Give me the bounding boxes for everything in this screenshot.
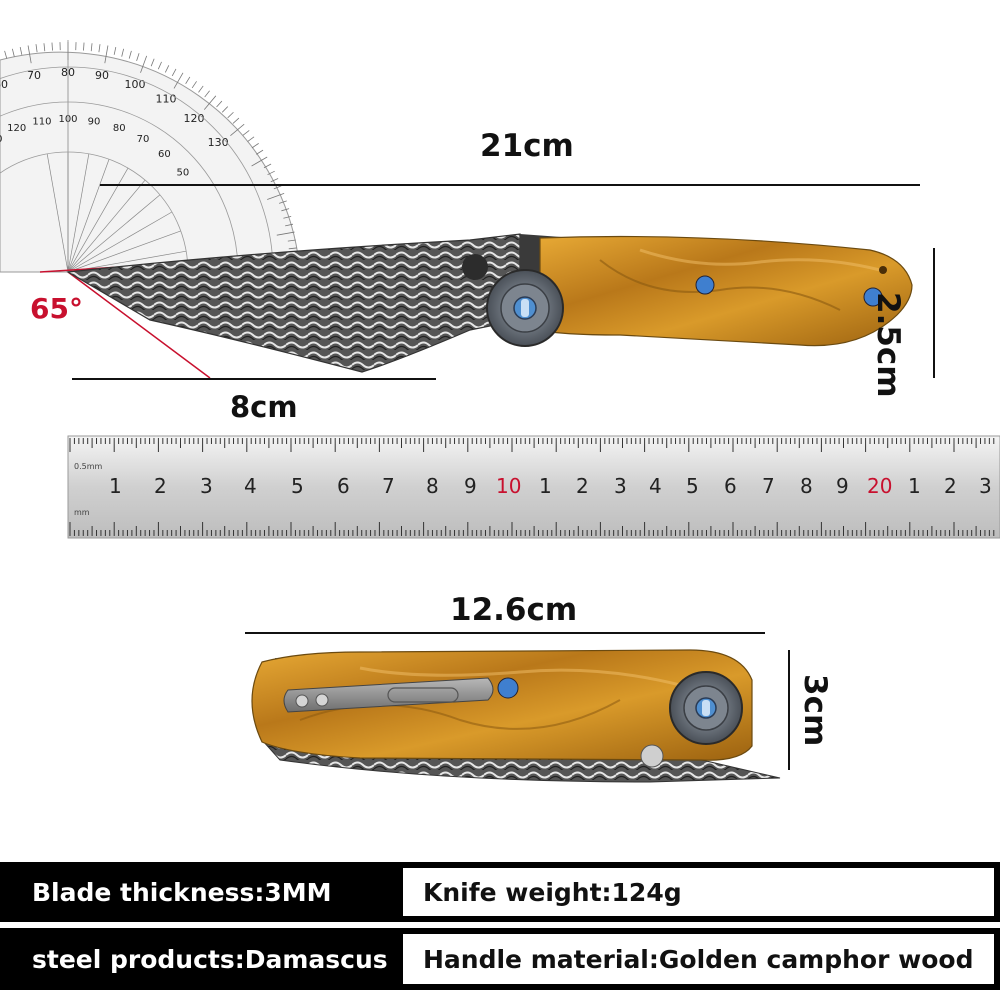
closed-width-label: 3cm [797, 674, 833, 747]
handle-width-label: 2.5cm [870, 292, 906, 398]
protractor-inner-label: 130 [0, 134, 3, 145]
handle-material-text: Handle material:Golden camphor wood [403, 934, 994, 984]
ruler-label: 3 [614, 474, 627, 498]
ruler-label: 5 [686, 474, 699, 498]
protractor-outer-label: 130 [208, 136, 229, 149]
ruler-label: 2 [576, 474, 589, 498]
product-illustration: 0102030405060708090100110120130180170160… [0, 40, 1000, 783]
ruler-label: 9 [836, 474, 849, 498]
protractor: 0102030405060708090100110120130180170160… [0, 40, 301, 273]
ruler-small-label: 0.5mm [74, 462, 103, 471]
blade-length-label: 8cm [230, 390, 298, 424]
blade-length-line [72, 378, 436, 380]
ruler-label: 8 [426, 474, 439, 498]
protractor-inner-label: 90 [88, 116, 101, 127]
ruler-label: 1 [109, 474, 122, 498]
protractor-inner-label: 50 [177, 168, 190, 179]
protractor-inner-label: 120 [7, 123, 26, 134]
ruler-unit-label: mm [74, 508, 90, 517]
protractor-inner-label: 80 [113, 123, 126, 134]
protractor-outer-label: 120 [183, 112, 204, 125]
total-length-label: 21cm [480, 128, 574, 164]
ruler-label: 9 [464, 474, 477, 498]
closed-length-label: 12.6cm [450, 592, 578, 628]
protractor-inner-label: 110 [32, 116, 51, 127]
ruler-label: 7 [382, 474, 395, 498]
spec-row-2: steel products:Damascus Handle material:… [0, 928, 1000, 990]
protractor-outer-label: 70 [27, 69, 41, 82]
ruler-label: 20 [867, 474, 893, 498]
ruler-label: 3 [979, 474, 992, 498]
open-knife [66, 233, 913, 373]
closed-length-line [245, 632, 765, 634]
ruler-label: 2 [154, 474, 167, 498]
ruler-label: 8 [800, 474, 813, 498]
protractor-outer-label: 100 [125, 78, 146, 91]
ruler-label: 1 [908, 474, 921, 498]
steel-products-text: steel products:Damascus [32, 944, 388, 974]
ruler-label: 6 [337, 474, 350, 498]
protractor-inner-label: 60 [158, 149, 171, 160]
ruler-label: 6 [724, 474, 737, 498]
ruler-label: 3 [200, 474, 213, 498]
ruler-label: 10 [496, 474, 522, 498]
ruler-label: 4 [649, 474, 662, 498]
closed-knife [251, 649, 781, 783]
spec-row-1: Blade thickness:3MM Knife weight:124g [0, 862, 1000, 922]
ruler-label: 4 [244, 474, 257, 498]
closed-width-line [788, 650, 790, 770]
steel-ruler [67, 435, 1000, 539]
knife-weight-text: Knife weight:124g [403, 868, 994, 916]
ruler-label: 5 [291, 474, 304, 498]
protractor-outer-label: 60 [0, 78, 8, 91]
protractor-outer-label: 110 [156, 92, 177, 105]
ruler-label: 7 [762, 474, 775, 498]
ruler-label: 1 [539, 474, 552, 498]
protractor-outer-label: 90 [95, 69, 109, 82]
protractor-inner-label: 70 [137, 134, 150, 145]
angle-label: 65° [30, 292, 83, 325]
blade-thickness-text: Blade thickness:3MM [32, 877, 332, 907]
handle-width-line [933, 248, 935, 378]
total-length-line [100, 184, 920, 186]
ruler-label: 2 [944, 474, 957, 498]
